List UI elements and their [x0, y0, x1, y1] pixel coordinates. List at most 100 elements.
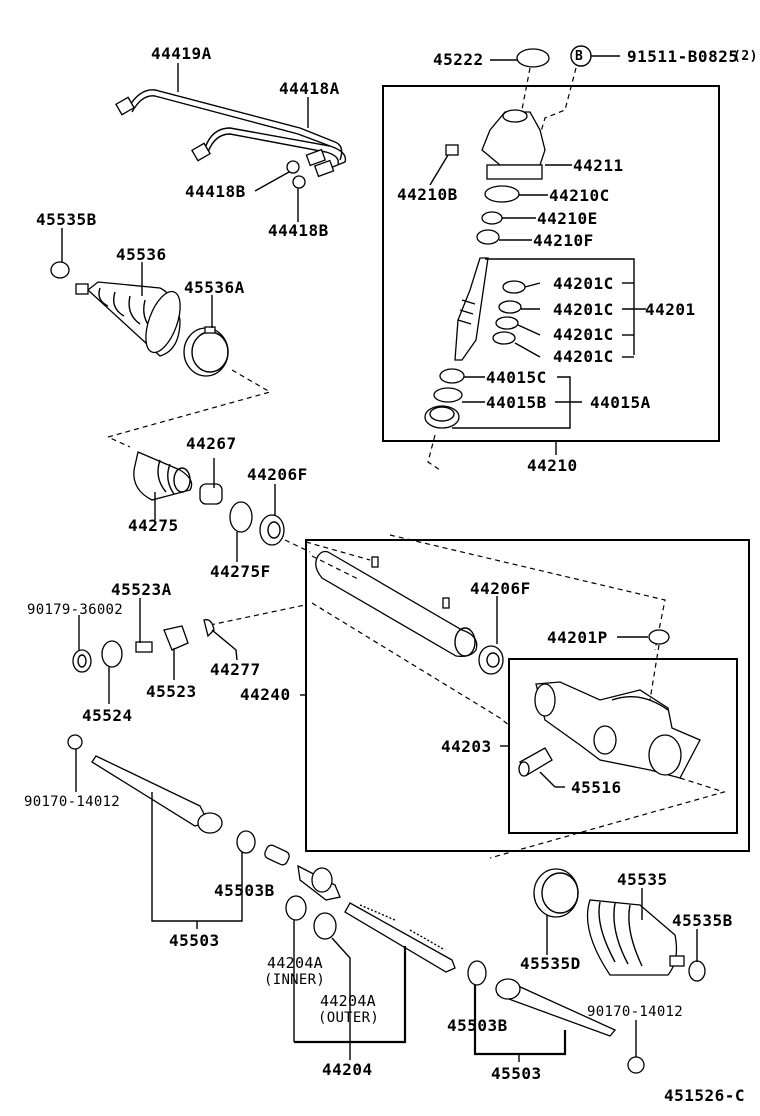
- pressure-tube-44418A: [191, 127, 347, 178]
- seal-ring-44201C-2: [498, 300, 522, 314]
- label-44275[interactable]: 44275: [128, 516, 179, 535]
- label-44201C-2[interactable]: 44201C: [553, 300, 614, 319]
- seal-44210F: [476, 229, 500, 245]
- seal-ring-44201C-1: [502, 280, 526, 294]
- label-45503-right[interactable]: 45503: [491, 1064, 542, 1083]
- steering-rack-44204: [344, 902, 456, 973]
- union-45516: [518, 747, 553, 777]
- boot-clamp-45535D: [533, 868, 579, 918]
- figure-code: 451526-C: [664, 1086, 746, 1105]
- label-44201C-3[interactable]: 44201C: [553, 325, 614, 344]
- label-44210[interactable]: 44210: [527, 456, 578, 475]
- o-ring-44210C: [484, 185, 520, 203]
- alignment-dashed-line-1: [106, 369, 272, 448]
- label-45503B-right[interactable]: 45503B: [447, 1016, 508, 1035]
- rack-bushing-44275: [133, 451, 193, 501]
- oil-seal-44204A-outer: [313, 912, 337, 940]
- label-44240[interactable]: 44240: [240, 685, 291, 704]
- label-44277[interactable]: 44277: [210, 660, 261, 679]
- label-bolt-qty: (2): [733, 49, 758, 64]
- o-ring-44204A-inner: [285, 895, 307, 921]
- valve-assembly-box: [382, 85, 720, 442]
- rack-boot-45536: [75, 281, 181, 357]
- tie-rod-45503-right: [495, 978, 617, 1037]
- seat-44277: [203, 619, 215, 638]
- label-45523A[interactable]: 45523A: [111, 580, 172, 599]
- label-90170-14012-left[interactable]: 90170-14012: [24, 794, 121, 810]
- spring-45523A: [135, 641, 153, 653]
- label-45535B-top[interactable]: 45535B: [36, 210, 97, 229]
- seal-44015C: [439, 368, 465, 384]
- control-valve-shaft-44201: [454, 257, 489, 361]
- label-45524[interactable]: 45524: [82, 706, 133, 725]
- label-44204[interactable]: 44204: [322, 1060, 373, 1079]
- label-44419A[interactable]: 44419A: [151, 44, 212, 63]
- union-seat-44418B-1: [286, 160, 300, 174]
- bushing-44267: [199, 483, 223, 505]
- label-45536A[interactable]: 45536A: [184, 278, 245, 297]
- label-44015C[interactable]: 44015C: [486, 368, 547, 387]
- plug-44201P: [648, 629, 670, 645]
- alignment-dashed-line-2: [311, 602, 511, 727]
- label-45535D[interactable]: 45535D: [520, 954, 581, 973]
- label-45523[interactable]: 45523: [146, 682, 197, 701]
- rack-guide-plug-45524: [101, 640, 123, 668]
- label-bolt-part-number[interactable]: 91511-B0825: [627, 47, 739, 66]
- seal-ring-44201C-3: [495, 316, 519, 330]
- label-44418B-2[interactable]: 44418B: [268, 221, 329, 240]
- o-ring-44015B: [433, 387, 463, 403]
- label-44015A[interactable]: 44015A: [590, 393, 651, 412]
- label-44275F[interactable]: 44275F: [210, 562, 271, 581]
- seal-44210E: [481, 211, 503, 225]
- lock-nut-90179-36002: [72, 649, 92, 673]
- label-44203[interactable]: 44203: [441, 737, 492, 756]
- label-45222[interactable]: 45222: [433, 50, 484, 69]
- label-45503B-left[interactable]: 45503B: [214, 881, 275, 900]
- label-45536[interactable]: 45536: [116, 245, 167, 264]
- label-45535B-right[interactable]: 45535B: [672, 911, 733, 930]
- label-44418B-1[interactable]: 44418B: [185, 182, 246, 201]
- label-45516[interactable]: 45516: [571, 778, 622, 797]
- boot-clip-45535B: [50, 261, 70, 279]
- label-44201P[interactable]: 44201P: [547, 628, 608, 647]
- label-44201C-1[interactable]: 44201C: [553, 274, 614, 293]
- boot-clamp-45536A: [183, 326, 229, 377]
- label-90170-14012-right[interactable]: 90170-14012: [587, 1004, 684, 1020]
- boot-clip-45535B-right: [688, 960, 706, 982]
- label-44418A[interactable]: 44418A: [279, 79, 340, 98]
- nut-90170-14012-left: [67, 734, 83, 750]
- lock-washer-45503B-right: [467, 960, 487, 986]
- o-ring-44275F: [229, 501, 253, 533]
- label-45535[interactable]: 45535: [617, 870, 668, 889]
- label-44201[interactable]: 44201: [645, 300, 696, 319]
- oil-seal-44206F-left: [259, 514, 285, 546]
- rack-guide-45523: [163, 625, 189, 651]
- label-45503-left[interactable]: 45503: [169, 931, 220, 950]
- label-90179-36002[interactable]: 90179-36002: [27, 602, 124, 618]
- rack-boot-45535: [586, 899, 685, 976]
- label-44204A-inner[interactable]: 44204A: [267, 954, 323, 972]
- bearing-44015A: [424, 405, 460, 429]
- valve-housing-44211: [481, 109, 546, 180]
- dust-cover-45222: [516, 48, 550, 68]
- label-44210C[interactable]: 44210C: [549, 186, 610, 205]
- label-44267[interactable]: 44267: [186, 434, 237, 453]
- label-44204A-outer[interactable]: 44204A: [320, 992, 376, 1010]
- bolt-callout-symbol: B: [575, 49, 584, 64]
- label-44211[interactable]: 44211: [573, 156, 624, 175]
- label-44210F[interactable]: 44210F: [533, 231, 594, 250]
- label-44015B[interactable]: 44015B: [486, 393, 547, 412]
- label-44204A-outer-note: (OUTER): [318, 1010, 380, 1026]
- cylinder-tube-44240: [315, 550, 478, 658]
- oil-seal-44206F-right: [478, 645, 504, 675]
- label-44201C-4[interactable]: 44201C: [553, 347, 614, 366]
- label-44206F-right[interactable]: 44206F: [470, 579, 531, 598]
- label-44206F-left[interactable]: 44206F: [247, 465, 308, 484]
- union-seat-44418B-2: [292, 175, 306, 189]
- seal-ring-44201C-4: [492, 331, 516, 345]
- label-44210E[interactable]: 44210E: [537, 209, 598, 228]
- gear-housing-44203: [534, 681, 701, 779]
- label-44210B[interactable]: 44210B: [397, 185, 458, 204]
